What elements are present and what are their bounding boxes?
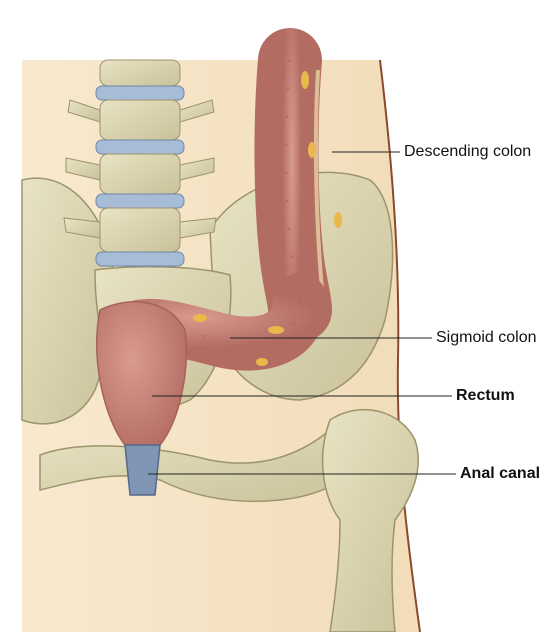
descending-colon: [254, 28, 332, 342]
fat-appendices: [193, 71, 342, 366]
label-anal-canal: Anal canal: [460, 465, 541, 482]
anal-canal: [124, 444, 161, 496]
femur: [321, 408, 419, 632]
label-descending-colon: Descending colon: [404, 143, 532, 160]
lumbar-spine: [63, 59, 217, 267]
label-rectum: Rectum: [456, 387, 515, 404]
rectum: [96, 301, 188, 446]
label-sigmoid-colon: Sigmoid colon: [436, 329, 537, 346]
leader-lines: [148, 151, 456, 475]
